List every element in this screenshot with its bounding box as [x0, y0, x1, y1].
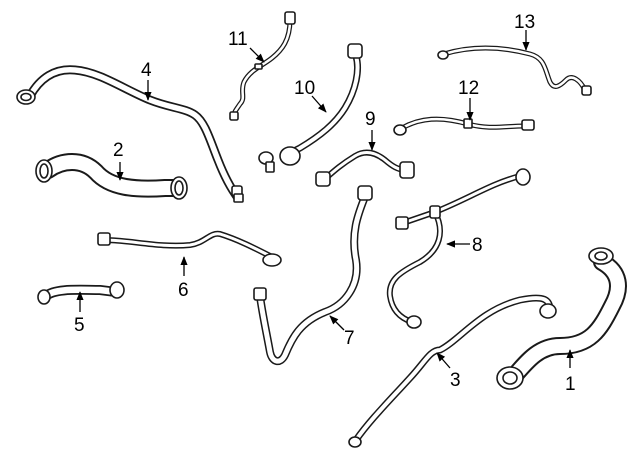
hose-part-5 — [37, 281, 125, 305]
callout-label-11: 11 — [228, 29, 248, 50]
callout-label-7: 7 — [344, 328, 355, 349]
callout-label-4: 4 — [141, 60, 152, 81]
callout-label-1: 1 — [565, 374, 576, 395]
callout-label-9: 9 — [365, 109, 376, 130]
leader-10 — [311, 95, 327, 113]
leader-7 — [329, 315, 345, 331]
hose-part-7 — [253, 185, 373, 366]
hose-part-13 — [437, 45, 592, 96]
callout-label-3: 3 — [450, 370, 461, 391]
hose-part-3 — [348, 294, 557, 448]
callout-label-10: 10 — [294, 78, 315, 99]
hose-part-11 — [229, 11, 296, 121]
callout-label-12: 12 — [458, 78, 479, 99]
callout-leaders — [76, 30, 574, 369]
hose-part-12 — [393, 116, 535, 136]
hose-part-4 — [16, 65, 244, 203]
callout-label-6: 6 — [178, 280, 189, 301]
hose-part-2 — [35, 153, 188, 200]
callout-label-8: 8 — [472, 235, 483, 256]
hose-part-10 — [258, 43, 363, 173]
callout-label-13: 13 — [514, 12, 535, 33]
hose-part-8 — [386, 168, 531, 329]
hose-part-6 — [97, 230, 282, 267]
callout-label-5: 5 — [74, 315, 85, 336]
hose-part-1 — [496, 247, 627, 390]
hose-part-9 — [315, 149, 415, 187]
callout-labels: 1 2 3 4 5 6 7 8 9 10 11 12 13 — [74, 12, 576, 395]
leader-11 — [249, 47, 265, 63]
leader-3 — [436, 352, 451, 369]
callout-label-2: 2 — [113, 140, 124, 161]
